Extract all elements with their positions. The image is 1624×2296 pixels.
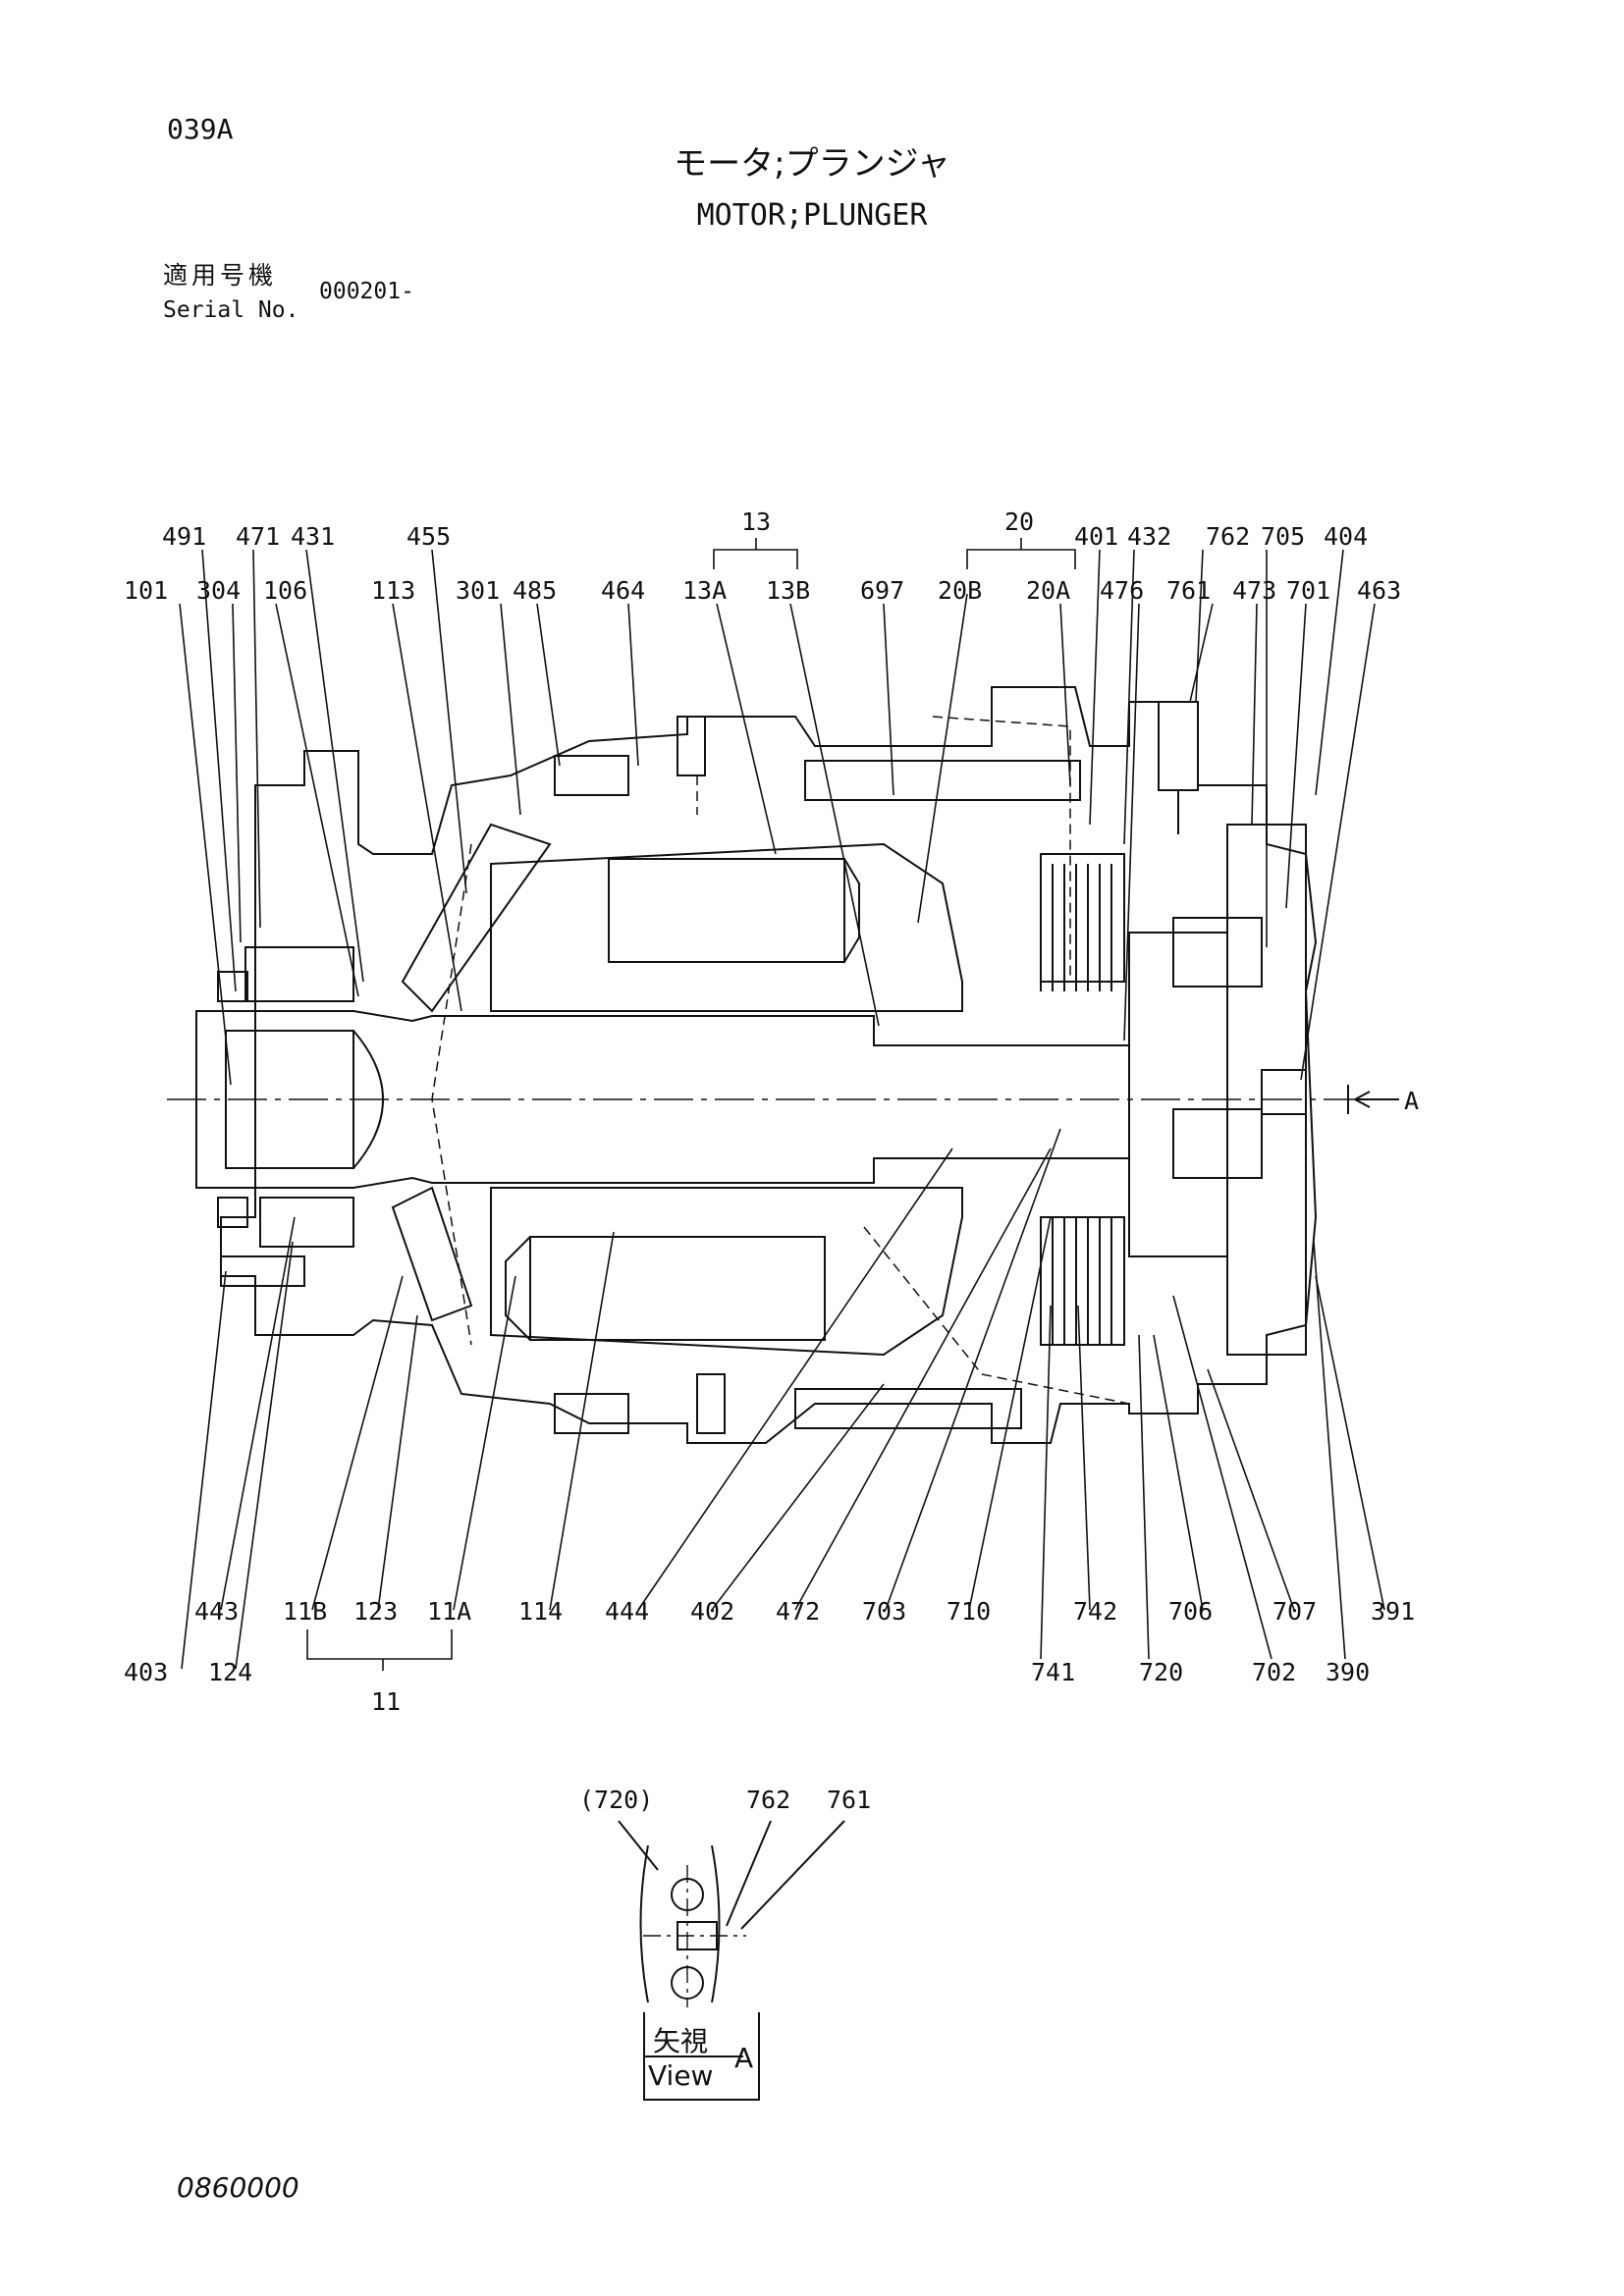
callout-label: 472 [776,1597,820,1626]
callout-label: 401 [1074,522,1118,551]
title-english: MOTOR;PLUNGER [696,198,928,233]
title-japanese: モータ;プランジャ [674,144,950,184]
view-a-caption-letter: A [734,2042,754,2074]
view-a-label: 762 [746,1786,790,1814]
section-arrow [1347,1085,1399,1114]
callout-label: 707 [1272,1597,1317,1626]
callout-labels: 491 471 431 455 13 20 401 432 762 705 40… [124,507,1419,1716]
view-a-labels: (720) 762 761 [579,1786,871,1814]
callout-label: 463 [1357,576,1401,605]
callout-label: 444 [605,1597,649,1626]
callout-label: 123 [353,1597,398,1626]
callout-label: 106 [263,576,307,605]
motor-body-outline [167,686,1375,1444]
page-id: 039A [167,113,234,145]
callout-label: 697 [860,576,904,605]
callout-label: 11A [427,1597,471,1626]
callout-label: 701 [1286,576,1330,605]
callout-label: 464 [601,576,645,605]
callout-label: 762 [1206,522,1250,551]
callout-label: 431 [291,522,335,551]
serial-label-english: Serial No. [163,297,299,323]
callout-label: 702 [1252,1658,1296,1686]
callout-label: 476 [1100,576,1144,605]
callout-label: 471 [236,522,280,551]
view-a-detail [618,1820,845,2007]
callout-label: 473 [1232,576,1276,605]
callout-label: 20 [1004,507,1034,536]
callout-label: 404 [1324,522,1368,551]
callout-label: 13B [766,576,810,605]
callout-label: 432 [1127,522,1171,551]
callout-label: 761 [1166,576,1211,605]
section-marker-label: A [1404,1087,1419,1115]
callout-label: 113 [371,576,415,605]
view-a-label: (720) [579,1786,653,1814]
callout-label: 390 [1326,1658,1370,1686]
callout-label: 11B [283,1597,327,1626]
callout-label: 304 [196,576,241,605]
callout-label: 403 [124,1658,168,1686]
view-a-caption-japanese: 矢視 [653,2025,709,2057]
callout-label: 101 [124,576,168,605]
serial-label-japanese: 適用号機 [163,261,278,290]
callout-label: 124 [208,1658,252,1686]
callout-label: 13A [682,576,727,605]
callout-label: 485 [513,576,557,605]
callout-label: 720 [1139,1658,1183,1686]
serial-number-value: 000201- [319,279,414,304]
leader-lines [179,549,1385,1670]
hidden-lines [431,716,1130,1405]
group-brackets [306,538,1076,1671]
callout-label: 705 [1261,522,1305,551]
callout-label: 114 [518,1597,563,1626]
callout-label: 742 [1073,1597,1117,1626]
callout-label: 741 [1031,1658,1075,1686]
callout-label: 402 [690,1597,734,1626]
view-a-caption-english: View [648,2059,714,2092]
callout-label: 706 [1168,1597,1213,1626]
view-a-label: 761 [827,1786,871,1814]
footer-drawing-code: 0860000 [177,2171,299,2204]
callout-label: 491 [162,522,206,551]
callout-label: 20A [1026,576,1070,605]
callout-label: 710 [947,1597,991,1626]
view-a-caption-divider [645,2056,743,2057]
callout-label: 20B [938,576,982,605]
callout-label: 443 [194,1597,239,1626]
callout-label: 13 [741,507,771,536]
view-a-caption-box [643,2012,760,2101]
callout-label: 301 [456,576,500,605]
callout-label: 455 [406,522,451,551]
callout-label: 703 [862,1597,906,1626]
callout-label: 11 [371,1687,401,1716]
callout-label: 391 [1371,1597,1415,1626]
